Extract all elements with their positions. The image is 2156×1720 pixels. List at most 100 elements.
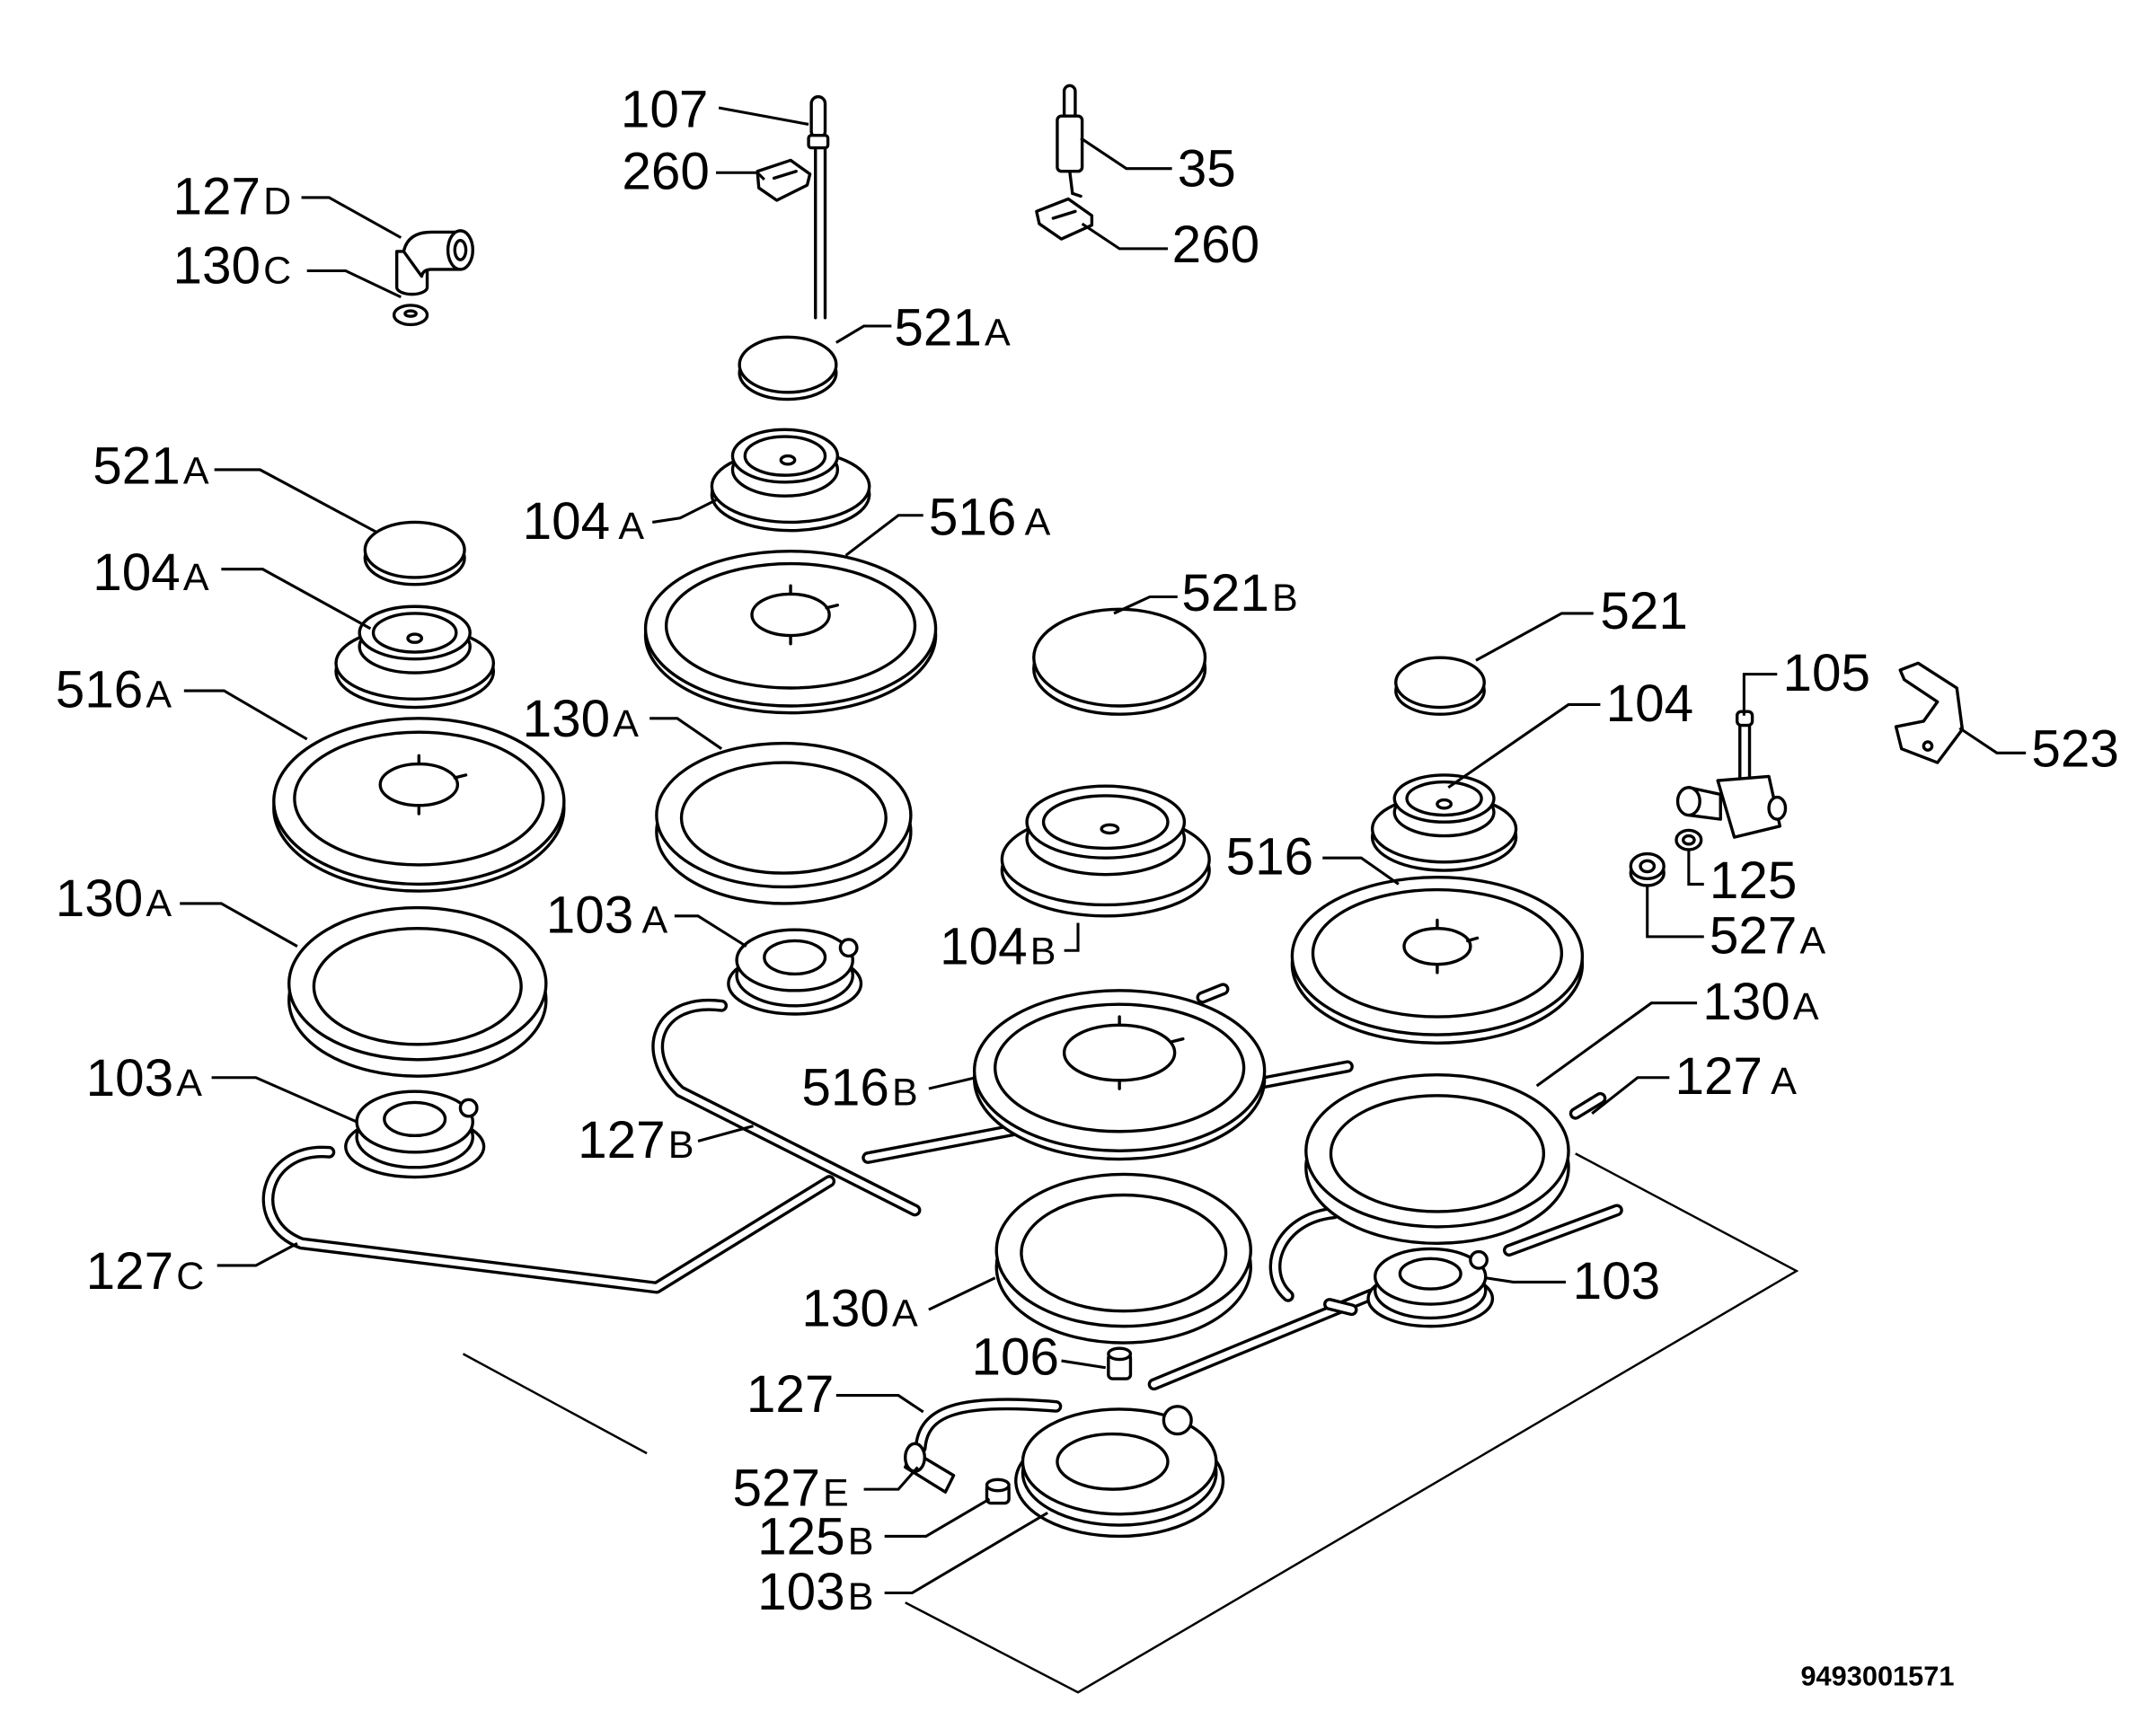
spreader-notches (1436, 918, 1480, 975)
leader-127c (216, 1241, 298, 1267)
bracket-hole (1922, 740, 1934, 752)
nut-125 (1674, 828, 1703, 851)
label-suffix: B (1272, 577, 1298, 620)
pipe-127a-stub-core (1572, 1095, 1604, 1117)
cap-top (738, 335, 838, 394)
valve-stem (1738, 717, 1752, 782)
label-number: 527 (1710, 906, 1798, 965)
leader-107 (718, 106, 809, 126)
leader-516a-left (183, 689, 308, 741)
spreader-hole (750, 592, 831, 638)
leader-521a-top (835, 324, 892, 344)
leader-521b (1113, 595, 1178, 615)
label-number: 103 (1573, 1252, 1661, 1310)
plug-body (1056, 114, 1084, 173)
base-cup-inner (383, 1100, 447, 1138)
clip-slot (1051, 209, 1077, 220)
pipe-103-bend-outline (1268, 1206, 1340, 1302)
label-number: 516 (1226, 828, 1314, 886)
injector-top (1107, 1346, 1133, 1362)
burner-cap-521a-left (363, 520, 466, 587)
leader-125 (1687, 849, 1704, 886)
spreader-notches (1118, 1015, 1185, 1090)
ring-130a-right (1304, 1072, 1570, 1246)
crown-ring-inner (1041, 794, 1170, 851)
pipe-127c-core (265, 1149, 833, 1292)
nut-125b (985, 1477, 1011, 1505)
burner-crown-104 (1370, 773, 1518, 872)
label-number: 130 (173, 236, 261, 295)
leader-127a (1591, 1076, 1670, 1115)
spreader-hole (378, 762, 460, 807)
burner-base-103a-center (727, 928, 863, 1016)
burner-base-103 (1366, 1247, 1495, 1328)
cap-top (363, 520, 466, 579)
label-number: 130 (56, 869, 144, 928)
gas-pipes (261, 983, 1623, 1454)
pipe-127-core (917, 1400, 1059, 1451)
leader-104a-left (221, 568, 372, 631)
label-number: 125 (757, 1507, 845, 1566)
label-number: 521 (1181, 564, 1269, 622)
leader-105 (1742, 673, 1778, 716)
pipe-103-bend-core (1272, 1209, 1338, 1300)
label-516: 516 (1226, 828, 1314, 886)
burner-cap-521b (1032, 607, 1207, 716)
label-number: 127 (578, 1111, 666, 1169)
injector-106 (1107, 1346, 1133, 1380)
pipe-stub-core (1198, 985, 1227, 1001)
pipe-127b-core (654, 1001, 919, 1213)
leader-130a-bottom (928, 1276, 996, 1311)
label-number: 521 (93, 437, 181, 495)
pipe-127a-upper-core (1506, 1206, 1621, 1254)
spreader-notches (789, 584, 840, 646)
leader-103b (884, 1511, 1048, 1595)
clip-slot (772, 170, 798, 181)
pipe-127c-outline (261, 1145, 836, 1294)
clip-body (1035, 197, 1094, 241)
leader-130a-center (649, 717, 723, 750)
label-suffix: B (892, 1072, 918, 1115)
label-number: 103 (757, 1563, 845, 1621)
label-number: 107 (621, 81, 709, 139)
drawing-number: 9493001571 (1800, 1661, 1954, 1692)
label-number: 523 (2031, 720, 2119, 779)
label-number: 103 (546, 886, 634, 944)
crown-hole (406, 632, 424, 644)
ring-inner (312, 926, 523, 1046)
nut-end (985, 1477, 1011, 1493)
ring-130a-center (655, 741, 913, 905)
label-number: 127 (86, 1242, 174, 1301)
ring-inner (1020, 1193, 1228, 1313)
label-suffix: A (1800, 919, 1826, 962)
plug-wire (1068, 170, 1082, 198)
base-cup-inner (1056, 1432, 1170, 1491)
label-107: 107 (621, 81, 709, 139)
spreader-notches (417, 754, 468, 816)
thermocouple-107 (807, 94, 830, 320)
label-127: 127 (747, 1365, 835, 1424)
nut-527a (1629, 851, 1666, 887)
label-number: 521 (894, 299, 982, 357)
thermocouple-collar (807, 134, 830, 150)
label-suffix: A (1793, 985, 1819, 1028)
label-number: 127 (173, 167, 261, 225)
spreader-516a-center (643, 550, 938, 715)
leader-130c (306, 269, 402, 299)
label-suffix: B (1030, 931, 1056, 974)
crown-hole (1100, 823, 1120, 835)
leader-260-right (1081, 222, 1168, 251)
